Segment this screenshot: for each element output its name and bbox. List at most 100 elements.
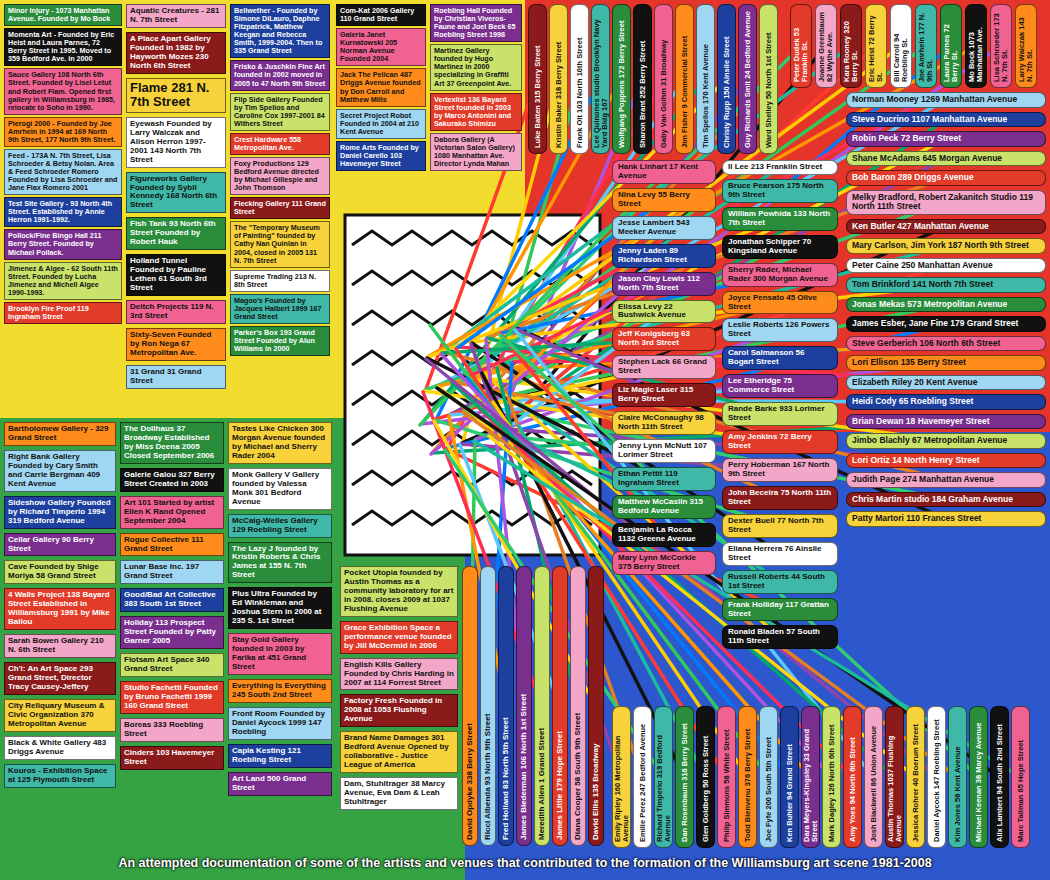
artist-pill: Joe Amrhein 177 N. 9th St. bbox=[915, 4, 937, 88]
venue-box: Flame 281 N. 7th Street bbox=[126, 78, 226, 113]
node-text: Mark Dagley 126 North 6th Street bbox=[828, 712, 836, 842]
node-text: Dam, Stuhltrager 38 Marcy Avenue, Eva Da… bbox=[344, 780, 454, 807]
venue-box: Art Land 500 Grand Street bbox=[228, 772, 332, 796]
venue-box: Magoo's Founded by Jacques Halbert 1999 … bbox=[230, 294, 330, 324]
artist-pill: Meredith Allen 1 Grand Street bbox=[534, 566, 550, 846]
node-text: Steve Gerberich 106 North 6th Street bbox=[852, 339, 1040, 349]
node-text: Kristin Baker 318 Berry Street bbox=[555, 10, 563, 148]
node-text: Everything Is Everything 245 South 2nd S… bbox=[232, 682, 328, 700]
artist-pill: Jesse Lambert 543 Meeker Avenue bbox=[612, 216, 716, 240]
artist-pill: Amy Yoes 94 North 6th Street bbox=[843, 706, 862, 848]
artist-pill: Philip Simmons 58 White Street bbox=[717, 706, 736, 848]
venue-box: Art 101 Started by artist Ellen K Rand O… bbox=[120, 496, 224, 529]
node-text: Guy Richards Smit 24 Bedford Avenue bbox=[744, 10, 752, 148]
artist-pill: Wolfgang Poppens 172 Berry Street bbox=[612, 4, 631, 154]
node-text: Kim Jones 58 Kent Avenue bbox=[954, 712, 962, 842]
node-text: Dexter Buell 77 North 7th Street bbox=[728, 517, 832, 535]
venue-box: McCaig-Welles Gallery 129 Roebling Stree… bbox=[228, 514, 332, 538]
node-text: The Dollhaus 37 Broadway Established by … bbox=[124, 425, 220, 461]
venue-box: Flecking Gallery 111 Grand Street bbox=[230, 197, 330, 219]
venue-box: Jimenez & Algee - 62 South 11th Street. … bbox=[4, 262, 122, 300]
artist-pill: Steve Ducrino 1107 Manhattan Avenue bbox=[846, 112, 1046, 128]
venue-box: Secret Project Robot Founded in 2004 at … bbox=[336, 109, 426, 139]
node-text: Art Land 500 Grand Street bbox=[232, 775, 328, 793]
node-text: Larry Walczak 143 N. 7th St. bbox=[1018, 10, 1034, 82]
artist-pill: Lisa Schroeder 173 N. 7th St. bbox=[990, 4, 1012, 88]
node-text: Jenny Laden 89 Richardson Street bbox=[618, 247, 710, 265]
node-text: Leslie Roberts 126 Powers Street bbox=[728, 321, 832, 339]
artist-pill: Guy Richards Smit 24 Bedford Avenue bbox=[738, 4, 757, 154]
venue-box: Sideshow Gallery Founded by Richard Timp… bbox=[4, 496, 116, 529]
node-text: Rome Arts Founded by Daniel Carello 103 … bbox=[340, 144, 422, 168]
node-text: Russell Roberts 44 South 1st Street bbox=[728, 573, 832, 591]
artist-pill: Ronald Bladen 57 South 11th Street bbox=[722, 625, 838, 649]
node-text: Sarah Bowen Gallery 210 N. 6th Street bbox=[8, 637, 112, 655]
venue-box: Figureworks Gallery Founded by Sybil Ken… bbox=[126, 172, 226, 214]
venue-box: Brooklyn Fire Proof 119 Ingraham Street bbox=[4, 302, 122, 324]
artist-pill: Christy Rupp 150 Ainslie Street bbox=[717, 4, 736, 154]
node-text: Joe Fyfe 200 South 5th Street bbox=[765, 712, 773, 842]
artist-pill: Frank Holliday 117 Grattan Street bbox=[722, 598, 838, 622]
node-text: Vertexlist 136 Bayard Street founded in … bbox=[434, 96, 518, 128]
venue-box: Parker's Box 193 Grand Street Founded by… bbox=[230, 326, 330, 356]
artist-pill: Peter Dudek 53 Franklin St. bbox=[790, 4, 812, 88]
artist-pill: Kara Rooney 320 Berry St. bbox=[840, 4, 862, 88]
node-text: Emily Ripley 160 Metropolitan Avenue bbox=[614, 712, 630, 842]
artist-pill: Mary Carlson, Jim York 187 North 9th Str… bbox=[846, 238, 1046, 254]
artist-pill: Fred Holland 83 North 5th Street bbox=[498, 566, 514, 846]
venue-box: Minor Injury - 1073 Manhattan Avenue. Fo… bbox=[4, 4, 122, 26]
venue-box: Plus Ultra Founded by Ed Winkleman and J… bbox=[228, 587, 332, 629]
artist-pill: Bill Carroll 94 Roebling St. bbox=[890, 4, 912, 88]
node-text: Todd Bienvenu 376 Berry Street bbox=[744, 712, 752, 842]
artist-pill: Peter Caine 250 Manhattan Avenue bbox=[846, 258, 1046, 274]
venue-box: 4 Walls Project 138 Bayard Street Establ… bbox=[4, 588, 116, 630]
node-text: Joyce Pensato 45 Olive Street bbox=[728, 294, 832, 312]
venue-box: Cinders 103 Havemeyer Street bbox=[120, 746, 224, 770]
venue-box: Galeria Janet Kurnatowski 205 Norman Ave… bbox=[336, 28, 426, 66]
artist-pill: Emilie Perez 247 Bedford Avenue bbox=[633, 706, 652, 848]
node-text: Lori Ellison 135 Berry Street bbox=[852, 358, 1040, 368]
venue-box: Com-Kat 2006 Gallery 110 Grand Street bbox=[336, 4, 426, 26]
node-text: Hank Linhart 17 Kent Avenue bbox=[618, 163, 710, 181]
artist-pill: Lori Ortiz 14 North Henry Street bbox=[846, 453, 1046, 469]
node-text: Michael Keenan 38 Marcy Avenue bbox=[975, 712, 983, 842]
node-text: Marc Tallman 65 Hope Street bbox=[1017, 712, 1025, 842]
artist-pill: Shane McAdams 645 Morgan Avenue bbox=[846, 151, 1046, 167]
venue-box: Tastes Like Chicken 300 Morgan Avenue fo… bbox=[228, 422, 332, 464]
node-text: Tastes Like Chicken 300 Morgan Avenue fo… bbox=[232, 425, 328, 461]
node-text: Cellar Gallery 90 Berry Street bbox=[8, 536, 112, 554]
artist-pill: Tom Brinkford 141 North 7th Street bbox=[846, 277, 1046, 293]
artist-pill: Gaby Van Goihm 31 Broadway bbox=[654, 4, 673, 154]
node-text: Plus Ultra Founded by Ed Winkleman and J… bbox=[232, 590, 328, 626]
artist-pill: Jim Fisher 9 Commercial Street bbox=[675, 4, 694, 154]
venue-box: Holiday 113 Prospect Street Founded by P… bbox=[120, 616, 224, 649]
node-text: Sherry Rader, Michael Rader 300 Morgan A… bbox=[728, 266, 832, 284]
node-text: Pierogi 2000 - Founded by Joe Amrhein in… bbox=[8, 120, 118, 144]
node-text: Bartholomew Gallery - 329 Grand Street bbox=[8, 425, 112, 443]
node-text: Capla Kesting 121 Roebling Street bbox=[232, 747, 328, 765]
node-text: Front Room Founded by Daniel Aycock 1999… bbox=[232, 710, 328, 737]
node-text: Jason Clay Lewis 112 North 7th Street bbox=[618, 275, 710, 293]
artist-pill: Lori Ellison 135 Berry Street bbox=[846, 355, 1046, 371]
artist-pill: Dexter Buell 77 North 7th Street bbox=[722, 514, 838, 538]
venue-box: Supreme Trading 213 N. 8th Street bbox=[230, 270, 330, 292]
venue-box: The Lazy J founded by Kristin Roberts & … bbox=[228, 542, 332, 584]
artist-pill: Sherry Rader, Michael Rader 300 Morgan A… bbox=[722, 263, 838, 287]
node-text: Stay Gold Gallery founded in 2003 by Far… bbox=[232, 636, 328, 672]
node-text: James Biederman 106 North 1st Street bbox=[520, 572, 528, 840]
artist-pill: Ken Buhler 94 Grand Street bbox=[780, 706, 799, 848]
node-text: Aquatic Creatures - 281 N. 7th Street bbox=[130, 7, 222, 25]
venue-box: The Dollhaus 37 Broadway Established by … bbox=[120, 422, 224, 464]
node-text: Il Lee 213 Franklin Street bbox=[728, 163, 832, 172]
node-text: Ronald Bladen 57 South 11th Street bbox=[728, 628, 832, 646]
venue-box: Dabora Gallery (A Victorian Salon Galler… bbox=[430, 133, 522, 171]
node-text: Dabora Gallery (A Victorian Salon Galler… bbox=[434, 136, 518, 168]
node-text: Bruce Pearson 175 North 9th Street bbox=[728, 182, 832, 200]
venue-box: Brand Name Damages 301 Bedford Avenue Op… bbox=[340, 731, 458, 773]
artist-pill: Perry Hoberman 167 North 9th Street bbox=[722, 458, 838, 482]
node-text: Jimbo Blachly 67 Metropolitan Avenue bbox=[852, 436, 1040, 446]
node-text: Momenta Art - Founded by Eric Heist and … bbox=[8, 31, 118, 63]
venue-box: The "Temporary Museum of Painting" found… bbox=[230, 221, 330, 267]
artist-pill: Ward Shelley 50 North 1st Street bbox=[759, 4, 778, 154]
artist-pill: Jimbo Blachly 67 Metropolitan Avenue bbox=[846, 433, 1046, 449]
